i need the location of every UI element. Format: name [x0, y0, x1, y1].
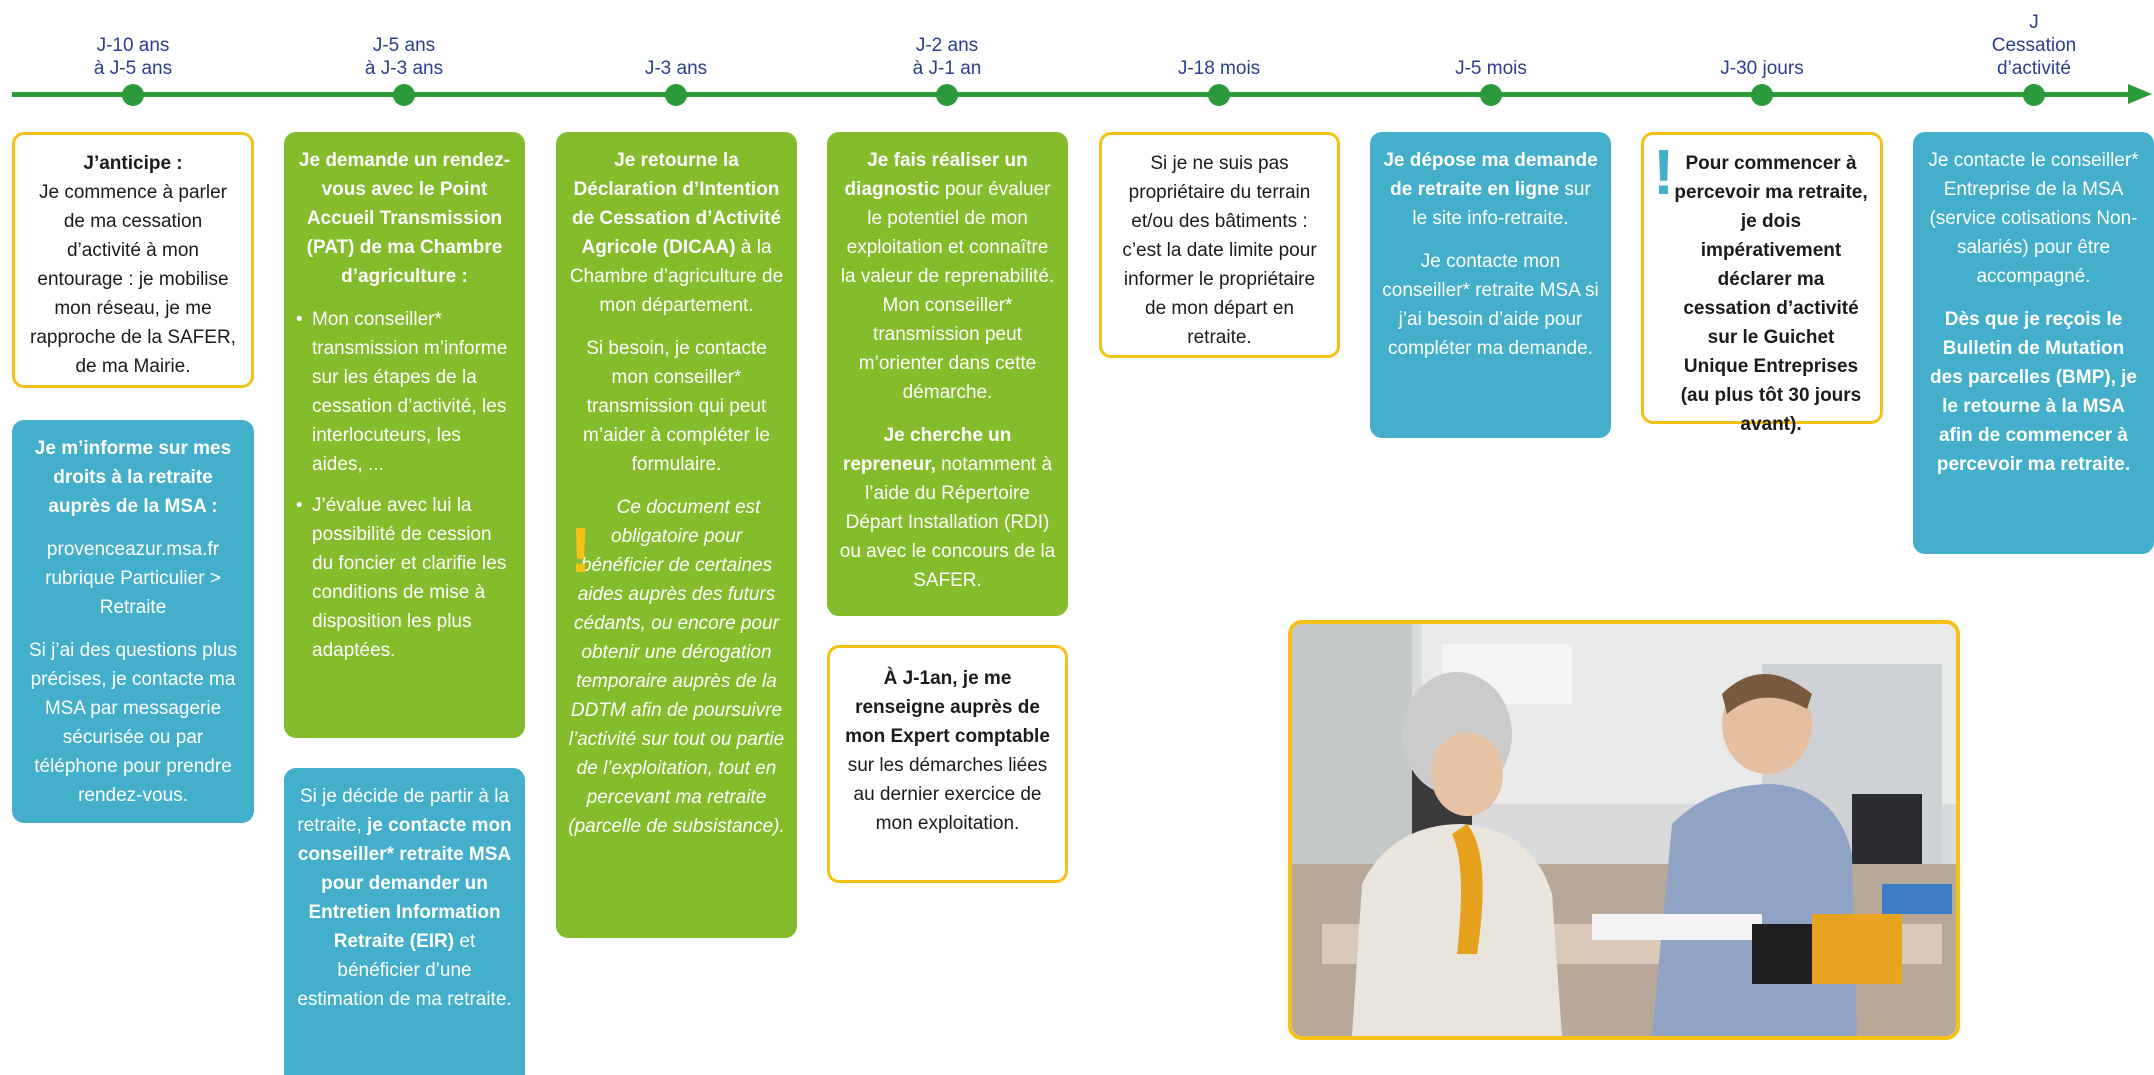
card-text-bold: Je fais réaliser un diagnostic [844, 150, 1028, 200]
list-item: J’évalue avec lui la possibilité de cess… [296, 491, 513, 665]
card-text-bold: Je cherche un repreneur, [842, 425, 1012, 475]
card-text-bold: Dès que je reçois le Bulletin de Mutatio… [1930, 309, 2137, 475]
card-text: Je commence à parler de ma cessation d’a… [30, 182, 236, 377]
timeline-dot [936, 84, 958, 106]
card-text: Si je décide de partir à la retraite, [297, 786, 510, 836]
exclamation-icon: ! [570, 514, 592, 586]
card-guichet-unique: Pour commencer à percevoir ma retraite, … [1641, 132, 1883, 435]
card-text-bold: Je retourne la Déclaration d’Intention d… [571, 150, 782, 258]
card-eir: Si je décide de partir à la retraite, je… [284, 768, 525, 1075]
card-text-bold: je contacte mon conseiller* retraite MSA… [297, 815, 512, 952]
card-text-bold: À J-1an, je me renseigne auprès de mon E… [845, 668, 1050, 747]
card-text: Je contacte le conseiller* Entreprise de… [1928, 150, 2139, 287]
timeline-dot [122, 84, 144, 106]
timeline-label: J-5 mois [1455, 58, 1527, 79]
card-title: Je demande un rendez-vous avec le Point … [298, 150, 511, 287]
card-online-request: Je dépose ma demande de retraite en lign… [1370, 132, 1611, 438]
card-dicaa: Je retourne la Déclaration d’Intention d… [556, 132, 797, 938]
card-title: J’anticipe : [83, 153, 183, 174]
timeline-dot [393, 84, 415, 106]
card-text: et bénéficier d’une estimation de ma ret… [297, 931, 512, 1010]
card-anticipate: J’anticipe : Je commence à parler de ma … [12, 132, 254, 388]
card-text-bold: Pour commencer à percevoir ma retraite, … [1674, 153, 1868, 435]
timeline-label: J-30 jours [1720, 58, 1804, 79]
card-text: pour évaluer le potentiel de mon exploit… [840, 179, 1055, 403]
timeline-label: J-3 ans [644, 58, 708, 79]
card-text-bold: Je dépose ma demande de retraite en lign… [1383, 150, 1598, 200]
exclamation-icon: ! [1653, 136, 1675, 208]
timeline-dot [1208, 84, 1230, 106]
card-msa-enterprise: Je contacte le conseiller* Entreprise de… [1913, 132, 2154, 554]
card-text: Si j’ai des questions plus précises, je … [28, 640, 238, 806]
card-text: notamment à l’aide du Répertoire Départ … [839, 454, 1056, 591]
card-pat-appointment: Je demande un rendez-vous avec le Point … [284, 132, 525, 738]
card-text: provenceazur.msa.fr rubrique Particulier… [45, 539, 221, 618]
card-title: Je m’informe sur mes droits à la retrait… [34, 438, 232, 517]
timeline-dot [1751, 84, 1773, 106]
card-text: sur les démarches liées au dernier exerc… [847, 755, 1048, 834]
card-text: à la Chambre d’agriculture de mon départ… [569, 237, 784, 316]
card-retirement-rights: Je m’informe sur mes droits à la retrait… [12, 420, 254, 823]
card-text: Je contacte mon conseiller* retraite MSA… [1382, 251, 1599, 359]
photo-consultation [1288, 620, 1960, 1040]
card-diagnostic: Je fais réaliser un diagnostic pour éval… [827, 132, 1068, 616]
card-note: Ce document est obligatoire pour bénéfic… [568, 497, 785, 837]
list-item: Mon conseiller* transmission m’informe s… [296, 305, 513, 479]
card-expert-comptable: À J-1an, je me renseigne auprès de mon E… [827, 645, 1068, 883]
card-landowner: Si je ne suis pas propriétaire du terrai… [1099, 132, 1340, 358]
timeline-dot [2023, 84, 2045, 106]
card-text: Si je ne suis pas propriétaire du terrai… [1122, 153, 1317, 348]
timeline-label: J-18 mois [1177, 58, 1261, 79]
timeline-dot [665, 84, 687, 106]
card-text: sur le site info-retraite. [1412, 179, 1591, 229]
card-text: Si besoin, je contacte mon conseiller* t… [583, 338, 770, 475]
timeline-arrow-icon [2128, 84, 2152, 104]
timeline-dot [1480, 84, 1502, 106]
timeline-axis [12, 92, 2132, 97]
